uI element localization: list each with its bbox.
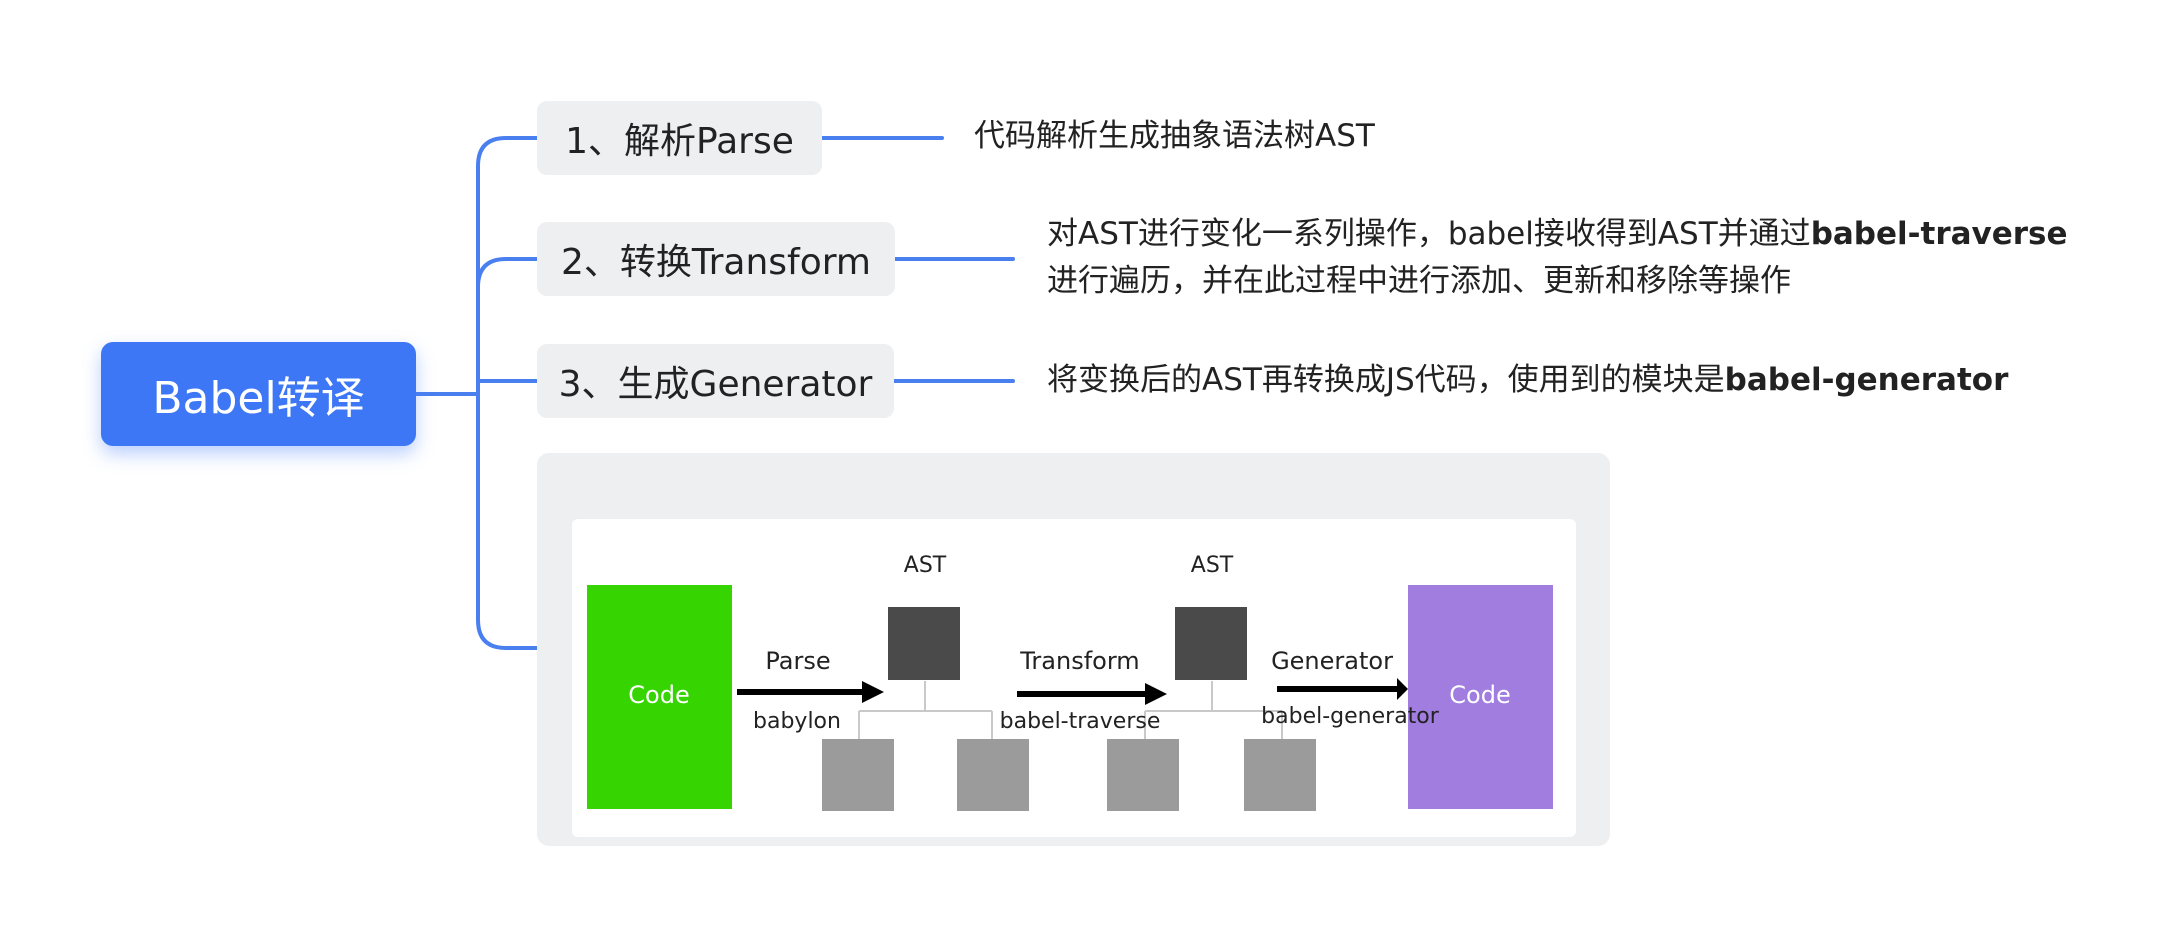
parse-label: Parse [765, 647, 830, 675]
code-block-right [1408, 585, 1553, 809]
code-block-left [587, 585, 732, 809]
ast-label-1: AST [904, 553, 947, 578]
root-node[interactable]: Babel转译 [101, 342, 416, 446]
parse-description: 代码解析生成抽象语法树AST [974, 118, 1375, 154]
generator-description: 将变换后的AST再转换成JS代码，使用到的模块是babel-generator [1047, 362, 2009, 398]
transform-description: 对AST进行变化一系列操作，babel接收得到AST并通过babel-trave… [1047, 211, 2068, 305]
leaf-node [957, 739, 1029, 811]
branch-parse[interactable]: 1、解析Parse [537, 101, 822, 175]
branch-transform[interactable]: 2、转换Transform [537, 222, 895, 296]
transform-description-line2: 进行遍历，并在此过程中进行添加、更新和移除等操作 [1047, 263, 1791, 299]
leaf-node [1107, 739, 1179, 811]
code-label-left: Code [628, 681, 689, 709]
parse-arrow [737, 681, 884, 703]
branch-2-link [476, 257, 539, 289]
babylon-label: babylon [753, 709, 841, 734]
ast-node-1 [888, 607, 960, 680]
babel-traverse-keyword: babel-traverse [1810, 216, 2068, 252]
ast1-tree-line [858, 681, 993, 739]
leaf-node [822, 739, 894, 811]
generator-label: Generator [1271, 647, 1393, 675]
pipeline-image-card: Code Code AST AST Parse babylon Transfor… [537, 453, 1610, 846]
code-label-right: Code [1449, 681, 1510, 709]
transform-label: Transform [1019, 647, 1139, 675]
branch-1-link [476, 136, 539, 396]
babel-traverse-label: babel-traverse [1000, 709, 1161, 734]
babel-generator-keyword: babel-generator [1724, 362, 2009, 398]
ast2-tree-line [1144, 681, 1283, 739]
transform-description-line1: 对AST进行变化一系列操作，babel接收得到AST并通过babel-trave… [1047, 216, 2068, 252]
pipeline-diagram-svg: Code Code AST AST Parse babylon Transfor… [587, 553, 1553, 811]
ast-label-2: AST [1191, 553, 1234, 578]
leaf-node [1244, 739, 1316, 811]
branch-4-link [476, 392, 539, 650]
branch-generator[interactable]: 3、生成Generator [537, 344, 894, 418]
transform-arrow [1017, 683, 1167, 705]
ast-node-2 [1175, 607, 1247, 680]
pipeline-diagram: Code Code AST AST Parse babylon Transfor… [572, 519, 1576, 837]
generator-arrow [1277, 678, 1408, 700]
babel-generator-label: babel-generator [1261, 704, 1440, 729]
